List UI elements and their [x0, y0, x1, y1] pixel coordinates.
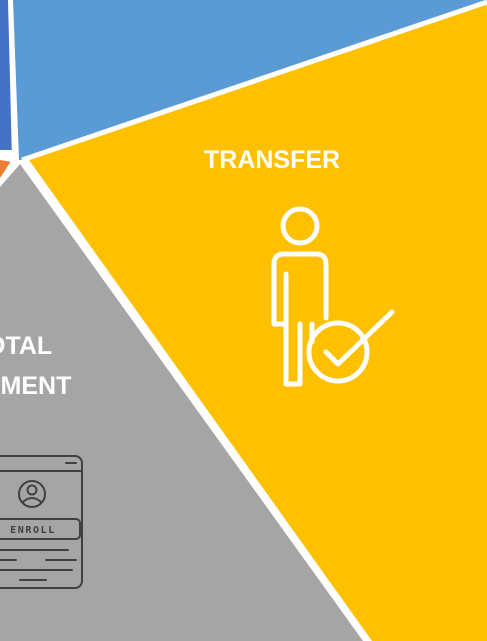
divider-top — [21, 0, 487, 163]
total-enrollment-title-line2: LLMENT — [0, 372, 72, 400]
total-enrollment-title-line1: OTAL — [0, 332, 53, 360]
yellow-segment — [29, 2, 487, 641]
enroll-card-label: ENROLL — [10, 525, 56, 536]
divider-left-lower — [0, 158, 16, 184]
divider-diagonal — [19, 158, 371, 641]
gray-segment — [0, 164, 363, 641]
enroll-id-card-icon: ENROLL — [0, 455, 83, 589]
person-check-icon — [271, 206, 395, 387]
divider-left — [8, 0, 16, 161]
transfer-title: TRANSFER — [204, 146, 341, 174]
